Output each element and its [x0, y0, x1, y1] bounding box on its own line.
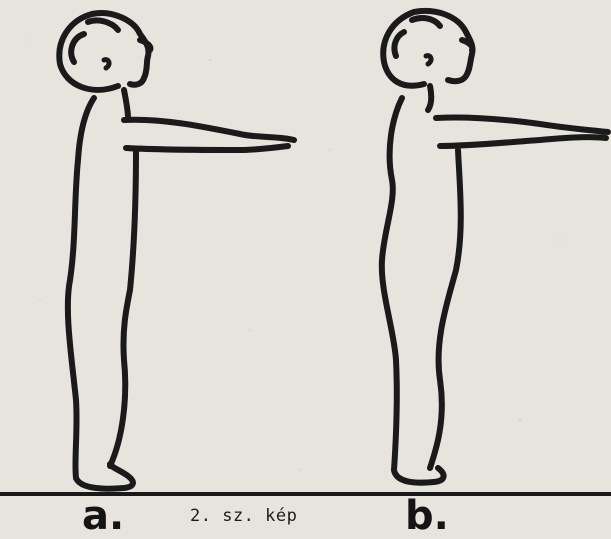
figure-b-label: b. — [405, 496, 449, 536]
figure-a-back — [68, 98, 94, 478]
figure-b-ear — [426, 56, 431, 64]
figure-b-head — [383, 11, 472, 86]
figure-b-back — [382, 98, 402, 470]
figure-a-label: a. — [82, 496, 124, 536]
figure-a-feet — [76, 464, 133, 489]
figure-a-arm — [124, 120, 294, 150]
figure-b-arm — [436, 117, 608, 146]
figure-a-head — [59, 13, 150, 90]
figure-b — [382, 11, 608, 483]
figure-a — [59, 13, 294, 489]
figure-a-ear — [104, 60, 109, 68]
paper-texture — [29, 39, 561, 471]
figure-b-feet — [394, 468, 444, 483]
figure-caption: 2. sz. kép — [190, 508, 297, 525]
